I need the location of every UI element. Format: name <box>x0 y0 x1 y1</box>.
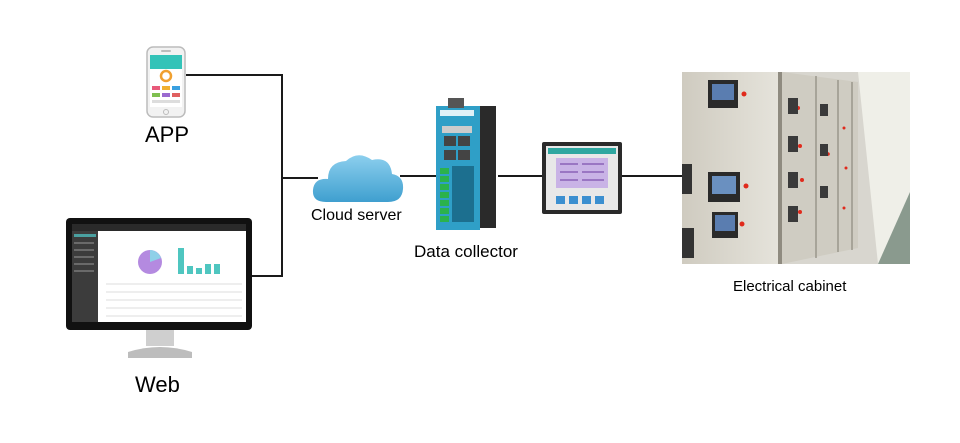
app-label: APP <box>145 122 190 147</box>
line-app-to-hub <box>186 74 318 179</box>
web-label: Web <box>135 372 180 397</box>
data-collector-device <box>436 98 496 230</box>
electrical-cabinet-label: Electrical cabinet <box>733 278 847 295</box>
power-meter-device <box>542 142 622 214</box>
data-collector-label: Data collector <box>414 242 518 261</box>
cloud-server-label: Cloud server <box>311 207 402 224</box>
line-web-to-hub <box>252 178 283 277</box>
cloud-icon <box>312 155 404 202</box>
smartphone-icon <box>146 46 186 118</box>
desktop-monitor-icon <box>66 218 252 358</box>
electrical-cabinet-photo <box>682 72 910 264</box>
